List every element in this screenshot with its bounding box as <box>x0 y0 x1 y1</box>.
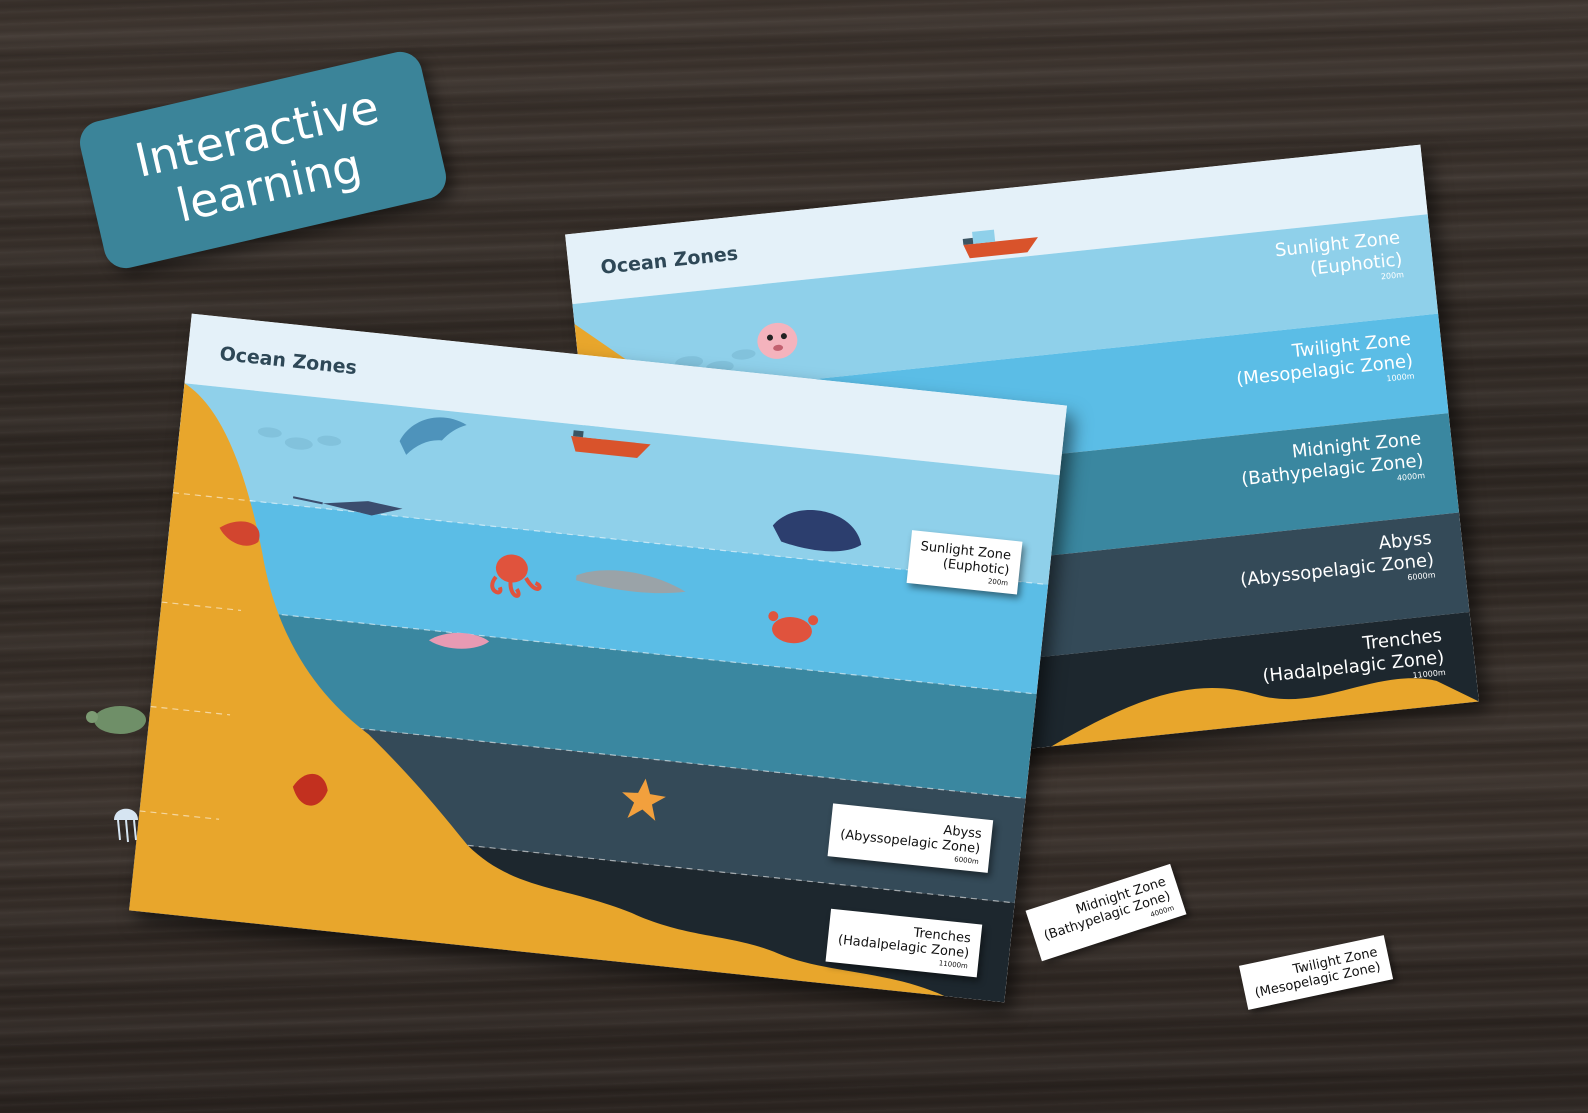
interactive-learning-badge: Interactive learning <box>75 47 451 273</box>
front-ocean-zones-sheet: Ocean Zones Sunlight Zone (Euphotic) 200… <box>129 313 1067 1003</box>
whale-icon <box>772 510 862 552</box>
front-sheet-illustration <box>129 313 1067 1003</box>
starfish-icon <box>622 778 666 821</box>
fish-school-icon <box>257 427 342 450</box>
octopus-icon <box>490 554 542 598</box>
boat-icon <box>571 425 651 458</box>
shrimp-icon <box>219 521 260 546</box>
jellyfish-icon[interactable] <box>108 800 158 850</box>
dolphin-icon <box>399 417 467 455</box>
loose-card-midnight[interactable]: Midnight Zone (Bathypelagic Zone) 4000m <box>1025 863 1187 962</box>
giant-squid-icon <box>292 773 328 806</box>
marlin-icon <box>292 496 403 516</box>
crab-icon <box>768 611 819 644</box>
turtle-icon[interactable] <box>80 695 160 745</box>
squid-icon <box>428 632 490 649</box>
blobfish-icon <box>757 322 798 359</box>
boat-icon <box>962 229 1038 259</box>
loose-card-twilight[interactable]: Twilight Zone (Mesopelagic Zone) <box>1238 935 1394 1010</box>
shark-icon <box>576 570 686 594</box>
